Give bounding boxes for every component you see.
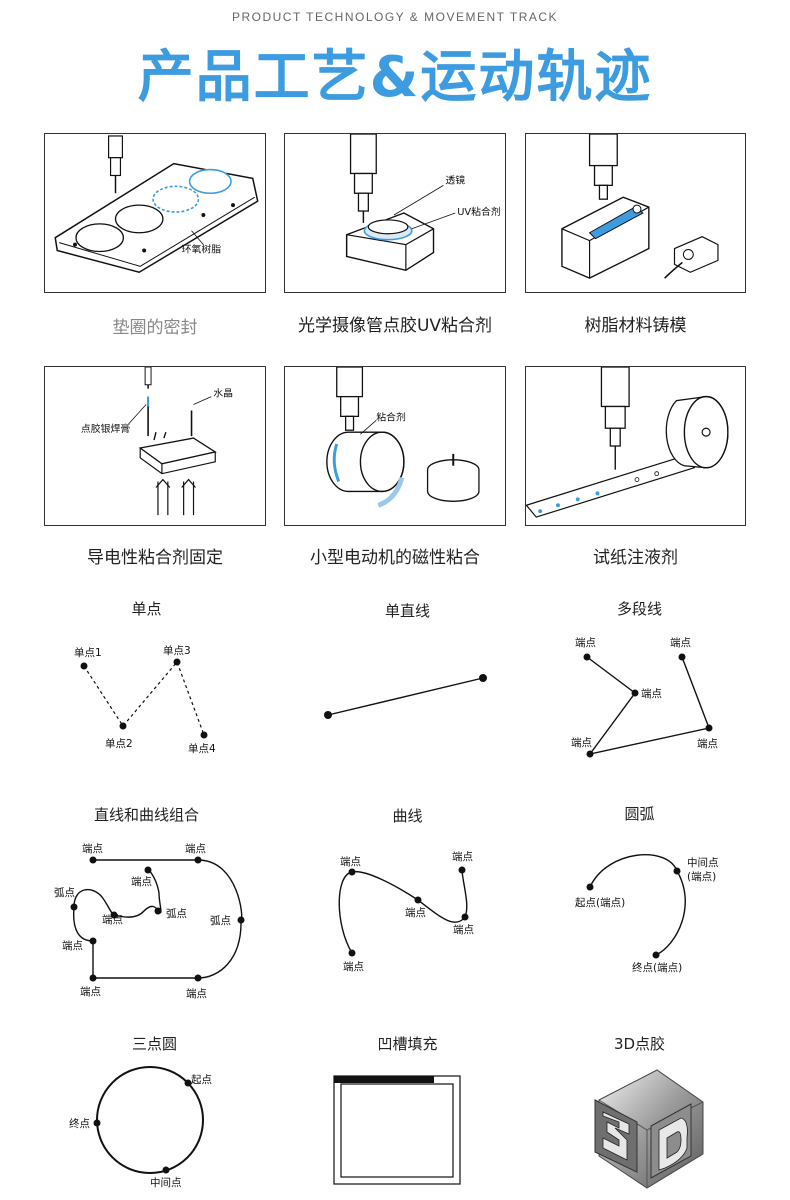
camera-tube-uv-illustration: 透镜 UV粘合剂 xyxy=(345,134,501,272)
straight-line-title: 单直线 xyxy=(384,602,430,620)
camera-tube-uv-panel: 透镜 UV粘合剂 xyxy=(284,133,506,293)
combo-arc-point-label: 弧点 xyxy=(210,914,231,927)
motor-magnetic-panel: 粘合剂 xyxy=(284,366,506,526)
test-strip-caption: 试纸注液剂 xyxy=(593,548,678,568)
dispense-3d-logo xyxy=(594,1069,704,1189)
curve-endpoint-label: 端点 xyxy=(340,855,361,868)
resin-molding-caption: 树脂材料铸模 xyxy=(584,316,687,336)
polyline-endpoint-label: 端点 xyxy=(670,636,691,649)
combo-endpoint-label: 端点 xyxy=(185,842,206,855)
point-1-label: 单点1 xyxy=(74,647,102,659)
combo-endpoint-label: 端点 xyxy=(131,875,152,888)
conductive-adhesive-illustration: 水晶 点胶银焊膏 xyxy=(81,367,233,516)
circle-end-label: 终点 xyxy=(69,1117,90,1130)
camera-tube-uv-caption: 光学摄像管点胶UV粘合剂 xyxy=(297,316,493,336)
line-curve-combo-diagram: 端点 端点 端点 弧点 端点 弧点 弧点 端点 端点 端点 xyxy=(54,842,245,1000)
combo-endpoint-label: 端点 xyxy=(186,987,207,1000)
arc-midpoint-label: 中间点 xyxy=(687,856,719,869)
combo-endpoint-label: 端点 xyxy=(80,985,101,998)
single-point-diagram: 单点1 单点3 单点2 单点4 xyxy=(74,645,216,755)
arc-title: 圆弧 xyxy=(624,805,655,823)
resin-molding-illustration xyxy=(561,134,719,279)
gasket-sealing-panel: 环氧树脂 xyxy=(44,133,266,293)
arc-start-label: 起点(端点) xyxy=(575,896,625,909)
groove-fill-diagram xyxy=(333,1075,461,1185)
curve-endpoint-label: 端点 xyxy=(343,960,364,973)
groove-fill-title: 凹槽填充 xyxy=(377,1035,438,1053)
circle-start-label: 起点 xyxy=(191,1074,212,1086)
curve-endpoint-label: 端点 xyxy=(453,923,474,936)
point-2-label: 单点2 xyxy=(105,738,133,750)
single-point-title: 单点 xyxy=(131,600,162,618)
polyline-endpoint-label: 端点 xyxy=(641,687,662,700)
conductive-adhesive-caption: 导电性粘合剂固定 xyxy=(87,548,223,568)
line-curve-combo-title: 直线和曲线组合 xyxy=(93,806,199,824)
curve-endpoint-label: 端点 xyxy=(405,906,426,919)
combo-endpoint-label: 端点 xyxy=(82,842,103,855)
circle-midpoint-label: 中间点 xyxy=(150,1176,182,1189)
page-subtitle: PRODUCT TECHNOLOGY & MOVEMENT TRACK xyxy=(231,10,559,24)
curve-endpoint-label: 端点 xyxy=(452,850,473,863)
combo-endpoint-label: 端点 xyxy=(102,913,123,926)
arc-diagram: 中间点 (端点) 起点(端点) 终点(端点) xyxy=(575,854,719,974)
motor-magnetic-illustration: 粘合剂 xyxy=(326,367,480,508)
combo-arc-point-label: 弧点 xyxy=(166,907,187,920)
polyline-title: 多段线 xyxy=(616,600,662,618)
adhesive-label: 粘合剂 xyxy=(376,410,406,423)
polyline-endpoint-label: 端点 xyxy=(697,737,718,750)
three-point-circle-diagram: 起点 终点 中间点 xyxy=(69,1066,212,1189)
page-title: 产品工艺&运动轨迹 xyxy=(137,45,653,110)
lens-label: 透镜 xyxy=(445,173,465,186)
combo-arc-point-label: 弧点 xyxy=(54,886,75,899)
polyline-diagram: 端点 端点 端点 端点 端点 xyxy=(571,636,718,758)
crystal-label: 水晶 xyxy=(213,388,233,400)
curve-title: 曲线 xyxy=(392,807,423,825)
combo-endpoint-label: 端点 xyxy=(62,939,83,952)
three-point-circle-title: 三点圆 xyxy=(131,1035,177,1053)
polyline-endpoint-label: 端点 xyxy=(575,636,596,649)
silver-paste-label: 点胶银焊膏 xyxy=(81,422,130,435)
uv-adhesive-label: UV粘合剂 xyxy=(457,205,501,218)
gasket-sealing-caption: 垫圈的密封 xyxy=(112,318,198,338)
motor-magnetic-caption: 小型电动机的磁性粘合 xyxy=(310,548,480,568)
gasket-sealing-illustration: 环氧树脂 xyxy=(54,135,259,274)
arc-midpoint-endpoint-label: (端点) xyxy=(687,870,716,883)
point-4-label: 单点4 xyxy=(188,743,216,755)
straight-line-diagram xyxy=(324,674,487,719)
point-3-label: 单点3 xyxy=(163,645,191,657)
test-strip-illustration xyxy=(526,367,729,518)
polyline-endpoint-label: 端点 xyxy=(571,736,592,749)
resin-molding-panel xyxy=(525,133,746,293)
conductive-adhesive-panel: 水晶 点胶银焊膏 xyxy=(44,366,266,526)
curve-diagram: 端点 端点 端点 端点 端点 xyxy=(338,850,474,973)
arc-end-label: 终点(端点) xyxy=(632,961,682,974)
epoxy-resin-label: 环氧树脂 xyxy=(182,243,222,256)
dispense-3d-title: 3D点胶 xyxy=(613,1035,666,1053)
test-strip-panel xyxy=(525,366,746,526)
